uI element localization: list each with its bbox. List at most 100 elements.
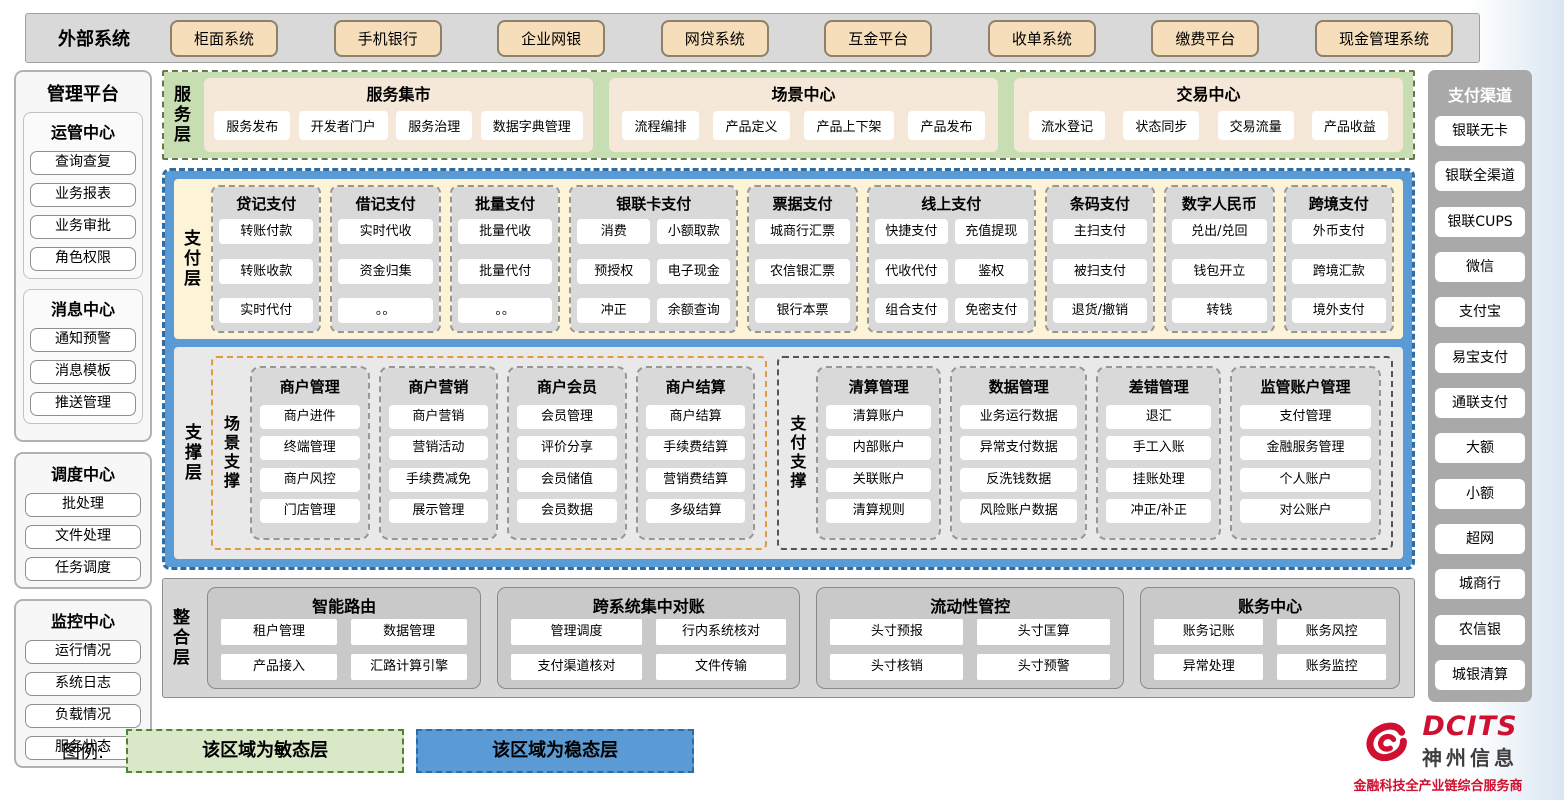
support-group-chips: 商户结算手续费结算营销费结算多级结算 <box>645 397 746 531</box>
payment-item: 退货/撤销 <box>1052 298 1148 323</box>
integration-group: 账务中心账务记账账务风控异常处理账务监控 <box>1140 587 1400 689</box>
payment-group-columns: 批量代收批量代付。。 <box>457 219 553 323</box>
management-item: 推送管理 <box>30 392 136 416</box>
payment-group-title: 条码支付 <box>1069 195 1130 213</box>
payment-item: 被扫支付 <box>1052 258 1148 284</box>
integration-group-chips: 头寸预报头寸匡算头寸核销头寸预警 <box>830 619 1111 680</box>
scene-support-label: 场景支撑 <box>223 414 240 490</box>
support-group-chips: 退汇手工入账挂账处理冲正/补正 <box>1106 397 1212 531</box>
service-item: 状态同步 <box>1123 111 1200 140</box>
management-item: 角色权限 <box>30 247 136 271</box>
support-item: 会员储值 <box>517 467 617 492</box>
integration-item: 异常处理 <box>1154 653 1264 680</box>
payment-support-label: 支付支撑 <box>790 414 807 490</box>
service-item: 开发者门户 <box>298 111 388 140</box>
service-item: 产品上下架 <box>804 111 894 140</box>
service-item: 产品定义 <box>713 111 790 140</box>
support-item: 营销活动 <box>388 436 489 461</box>
payment-group-title: 跨境支付 <box>1308 195 1369 213</box>
external-systems-chips: 柜面系统手机银行企业网银网贷系统互金平台收单系统缴费平台现金管理系统 <box>170 19 1453 57</box>
service-item: 服务发布 <box>214 111 291 140</box>
support-group: 数据管理业务运行数据异常支付数据反洗钱数据风险账户数据 <box>950 366 1088 540</box>
support-item: 手续费减免 <box>388 467 489 492</box>
service-group-title: 交易中心 <box>1176 85 1241 104</box>
support-group-title: 差错管理 <box>1128 378 1189 396</box>
payment-group-title: 票据支付 <box>772 195 833 213</box>
integration-item: 产品接入 <box>221 653 338 680</box>
support-group-chips: 业务运行数据异常支付数据反洗钱数据风险账户数据 <box>960 397 1078 531</box>
management-panel: 调度中心批处理文件处理任务调度 <box>14 452 152 589</box>
management-item: 批处理 <box>25 493 141 517</box>
management-sidebar: 管理平台运管中心查询查复业务报表业务审批角色权限消息中心通知预警消息模板推送管理… <box>14 70 152 768</box>
management-item: 任务调度 <box>25 557 141 581</box>
payment-item: 批量代付 <box>457 258 553 284</box>
payment-column: 充值提现鉴权免密支付 <box>954 219 1028 323</box>
payment-item: 主扫支付 <box>1052 219 1148 244</box>
payment-item: 鉴权 <box>954 258 1028 284</box>
payment-item: 冲正 <box>577 298 651 323</box>
integration-item: 数据管理 <box>351 619 468 646</box>
support-item: 支付管理 <box>1240 404 1371 429</box>
payment-group-columns: 快捷支付代收代付组合支付充值提现鉴权免密支付 <box>874 219 1028 323</box>
support-group-chips: 清算账户内部账户关联账户清算规则 <box>826 397 932 531</box>
support-item: 风险账户数据 <box>960 499 1078 524</box>
support-group: 清算管理清算账户内部账户关联账户清算规则 <box>816 366 942 540</box>
integration-layer-label: 整合层 <box>173 607 190 669</box>
legend-agile-box: 该区域为敏态层 <box>126 729 405 773</box>
external-systems-bar: 外部系统 柜面系统手机银行企业网银网贷系统互金平台收单系统缴费平台现金管理系统 <box>25 13 1480 63</box>
payment-group: 银联卡支付消费预授权冲正小额取款电子现金余额查询 <box>569 185 739 333</box>
management-group-title: 调度中心 <box>50 465 115 484</box>
service-groups: 服务集市服务发布开发者门户服务治理数据字典管理 场景中心流程编排产品定义产品上下架… <box>204 78 1403 152</box>
payment-column: 城商行汇票农信银汇票银行本票 <box>755 219 850 323</box>
support-group-title: 商户结算 <box>665 378 726 396</box>
support-item: 关联账户 <box>826 467 932 492</box>
support-group-chips: 支付管理金融服务管理个人账户对公账户 <box>1240 397 1371 531</box>
management-item: 系统日志 <box>25 672 141 696</box>
payment-column: 批量代收批量代付。。 <box>457 219 553 323</box>
integration-item: 头寸预报 <box>830 619 964 646</box>
integration-item: 账务监控 <box>1277 653 1386 680</box>
payment-item: 免密支付 <box>954 298 1028 323</box>
payment-item: 。。 <box>338 298 433 323</box>
management-group-title: 监控中心 <box>50 612 115 631</box>
support-item: 商户进件 <box>260 404 360 429</box>
logo-tagline: 金融科技全产业链综合服务商 <box>1353 779 1523 794</box>
support-group: 商户结算商户结算手续费结算营销费结算多级结算 <box>635 366 756 540</box>
management-group: 消息中心通知预警消息模板推送管理 <box>23 289 143 424</box>
payment-channel-box: 通联支付 <box>1435 387 1525 418</box>
payment-group-columns: 消费预授权冲正小额取款电子现金余额查询 <box>577 219 731 323</box>
payment-group: 线上支付快捷支付代收代付组合支付充值提现鉴权免密支付 <box>866 185 1036 333</box>
payment-item: 消费 <box>577 219 651 244</box>
payment-channel-box: 大额 <box>1435 433 1525 464</box>
integration-group-chips: 租户管理数据管理产品接入汇路计算引擎 <box>221 619 468 680</box>
support-group-title: 数据管理 <box>988 378 1049 396</box>
payment-group: 数字人民币兑出/兑回钱包开立转钱 <box>1164 185 1275 333</box>
external-system-box: 互金平台 <box>824 19 933 57</box>
support-item: 商户风控 <box>260 467 360 492</box>
integration-item: 汇路计算引擎 <box>351 653 468 680</box>
service-item: 交易流量 <box>1217 111 1294 140</box>
support-item: 展示管理 <box>388 499 489 524</box>
legend-stable-box: 该区域为稳态层 <box>416 729 695 773</box>
payment-item: 境外支付 <box>1291 298 1387 323</box>
payment-group-columns: 主扫支付被扫支付退货/撤销 <box>1052 219 1148 323</box>
payment-channel-box: 城银清算 <box>1435 659 1525 690</box>
management-item: 负载情况 <box>25 704 141 728</box>
service-group: 服务集市服务发布开发者门户服务治理数据字典管理 <box>204 78 593 152</box>
payment-column: 转账付款转账收款实时代付 <box>219 219 314 323</box>
logo-name: DCITS <box>1422 711 1518 742</box>
support-item: 评价分享 <box>517 436 617 461</box>
management-item: 通知预警 <box>30 328 136 352</box>
integration-layer: 整合层 智能路由租户管理数据管理产品接入汇路计算引擎跨系统集中对账管理调度行内系… <box>162 578 1415 698</box>
service-group-chips: 服务发布开发者门户服务治理数据字典管理 <box>214 105 583 146</box>
logo-row: DCITS 神州信息 <box>1338 713 1538 771</box>
external-system-box: 柜面系统 <box>170 19 279 57</box>
payment-group: 条码支付主扫支付被扫支付退货/撤销 <box>1044 185 1156 333</box>
service-group-title: 场景中心 <box>771 85 836 104</box>
service-item: 产品发布 <box>908 111 985 140</box>
payment-group-columns: 转账付款转账收款实时代付 <box>219 219 314 323</box>
service-group-chips: 流程编排产品定义产品上下架产品发布 <box>619 105 988 146</box>
payment-item: 电子现金 <box>657 258 731 284</box>
